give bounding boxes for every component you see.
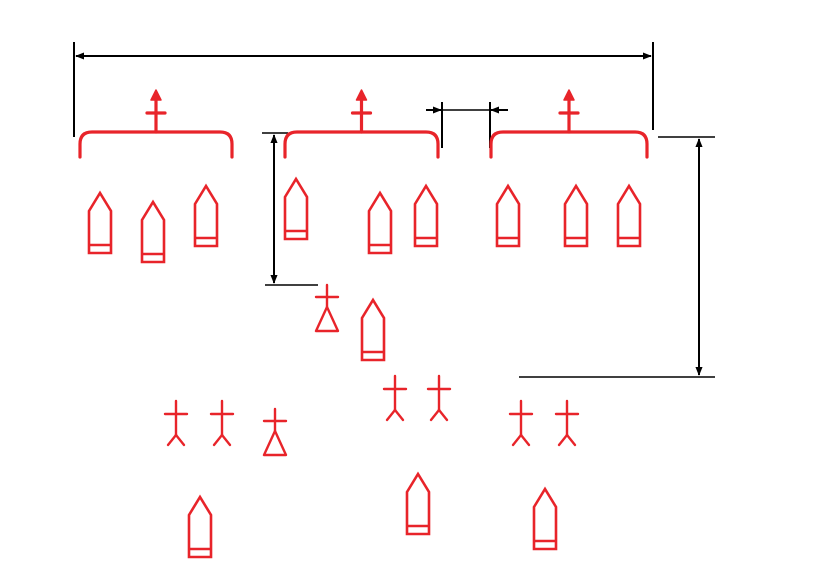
- vehicle-icon: [405, 471, 431, 536]
- vehicle-icon: [283, 176, 309, 241]
- infantry-icon: [209, 399, 235, 447]
- vehicle-icon: [367, 190, 393, 255]
- vehicle-icon: [87, 190, 113, 255]
- infantry-icon: [508, 399, 534, 447]
- bracket-arrow-icon: [283, 89, 440, 159]
- vehicle-icon: [495, 183, 521, 248]
- vehicle-icon: [140, 199, 166, 264]
- vehicle-icon: [532, 486, 558, 551]
- support-weapon-icon: [314, 283, 340, 333]
- infantry-icon: [426, 374, 452, 422]
- infantry-icon: [382, 374, 408, 422]
- vehicle-icon: [413, 183, 439, 248]
- vehicle-icon: [563, 183, 589, 248]
- bracket-arrow-icon: [78, 89, 234, 159]
- infantry-icon: [163, 399, 189, 447]
- bracket-arrow-icon: [489, 89, 649, 159]
- vehicle-icon: [193, 183, 219, 248]
- infantry-icon: [554, 399, 580, 447]
- vehicle-icon: [187, 494, 213, 559]
- vehicle-icon: [616, 183, 642, 248]
- vehicle-icon: [360, 297, 386, 362]
- support-weapon-icon: [262, 407, 288, 457]
